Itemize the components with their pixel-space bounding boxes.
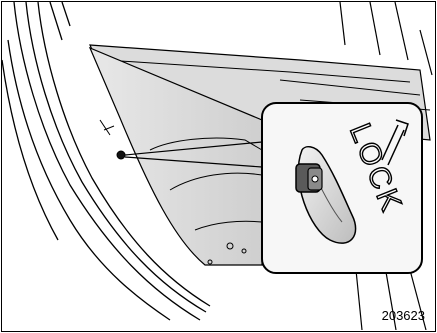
door-latch-marks (100, 120, 114, 135)
child-lock-hole (117, 151, 125, 159)
figure-number: 203623 (382, 308, 425, 323)
detail-callout: LOCK (262, 103, 422, 273)
child-lock-lever (296, 164, 322, 192)
